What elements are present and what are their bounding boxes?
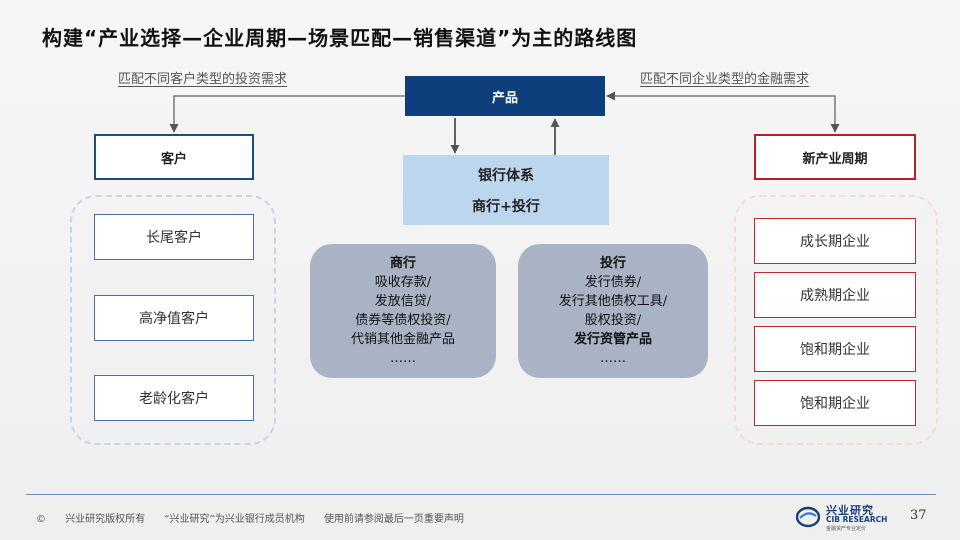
logo-text-en: CIB RESEARCH	[826, 515, 888, 524]
customer-item: 高净值客户	[94, 295, 254, 341]
investment-bank-line: 发行其他债权工具/	[558, 294, 668, 309]
commercial-bank-line: 吸收存款/	[374, 275, 432, 290]
commercial-bank-line: 发放信贷/	[374, 294, 432, 309]
commercial-bank-line: ……	[390, 351, 416, 366]
footer-member-note: “兴业研究”为兴业银行成员机构	[164, 514, 305, 525]
page-number: 37	[910, 508, 927, 523]
commercial-bank-line: 债券等债权投资/	[355, 313, 451, 328]
copyright-symbol: ©	[36, 514, 46, 525]
footer: © 兴业研究版权所有 “兴业研究”为兴业银行成员机构 使用前请参阅最后一页重要声…	[36, 510, 480, 525]
footer-divider	[26, 494, 936, 495]
footer-disclaimer: 使用前请参阅最后一页重要声明	[323, 514, 464, 525]
note-customer-investment-needs: 匹配不同客户类型的投资需求	[118, 72, 288, 87]
commercial-bank-line: 代销其他金融产品	[350, 332, 455, 347]
customer-item: 长尾客户	[94, 214, 254, 260]
footer-copyright: 兴业研究版权所有	[65, 514, 146, 525]
enterprise-item: 成长期企业	[754, 218, 916, 264]
investment-bank-line: 发行债券/	[584, 275, 642, 290]
customer-item: 老龄化客户	[94, 375, 254, 421]
bank-system-sublabel: 商行+投行	[472, 198, 540, 215]
commercial-bank-title: 商行	[389, 256, 416, 271]
bank-system-box: 银行体系 商行+投行	[403, 155, 609, 225]
commercial-bank-card: 商行 吸收存款/ 发放信贷/ 债券等债权投资/ 代销其他金融产品 ……	[310, 244, 496, 378]
investment-bank-line: 股权投资/	[584, 313, 642, 328]
investment-bank-card: 投行 发行债券/ 发行其他债权工具/ 股权投资/ 发行资管产品 ……	[518, 244, 708, 378]
investment-bank-line: 发行资管产品	[573, 332, 652, 347]
enterprise-item: 成熟期企业	[754, 272, 916, 318]
bank-system-label: 银行体系	[478, 167, 534, 184]
slide-title: 构建“产业选择—企业周期—场景匹配—销售渠道”为主的路线图	[42, 26, 638, 50]
enterprise-item: 饱和期企业	[754, 380, 916, 426]
enterprise-item: 饱和期企业	[754, 326, 916, 372]
logo-tagline: 金融资产专业定价	[826, 526, 867, 532]
investment-bank-title: 投行	[599, 256, 626, 271]
customer-group	[70, 195, 276, 445]
logo-text-cn: 兴业研究	[826, 504, 874, 517]
product-box: 产品	[405, 76, 605, 116]
cib-research-logo: 兴业研究 CIB RESEARCH 金融资产专业定价	[796, 502, 896, 534]
note-enterprise-finance-needs: 匹配不同企业类型的金融需求	[640, 72, 810, 87]
industry-cycle-header-box: 新产业周期	[754, 134, 916, 180]
enterprise-group	[734, 195, 938, 445]
logo-mark-icon	[796, 506, 820, 528]
customer-header-box: 客户	[94, 134, 254, 180]
investment-bank-line: ……	[600, 351, 626, 366]
